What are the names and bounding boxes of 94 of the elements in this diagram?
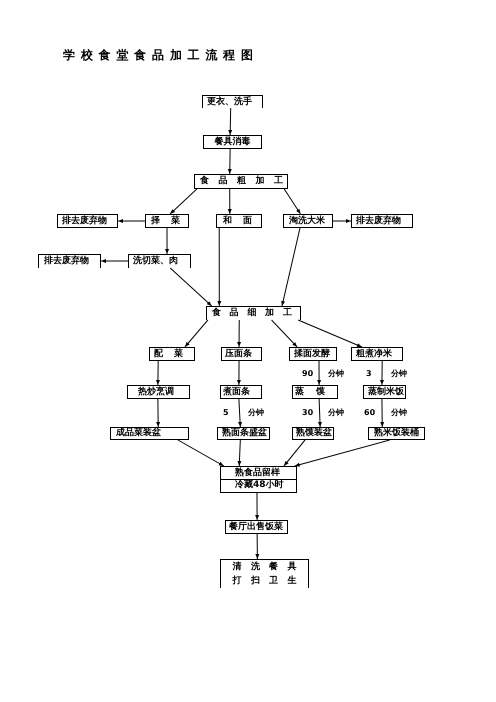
arrow bbox=[170, 268, 212, 306]
step-text: 揉面发酵 bbox=[294, 348, 330, 360]
arrow bbox=[236, 360, 241, 386]
process-box bbox=[351, 347, 403, 361]
process-box bbox=[149, 347, 195, 361]
step-text: 熟馍装盆 bbox=[296, 428, 332, 439]
step-text: 和面 bbox=[223, 216, 252, 226]
step-text: 餐具消毒 bbox=[214, 136, 250, 148]
process-box bbox=[283, 214, 333, 228]
process-box bbox=[203, 135, 262, 149]
arrow bbox=[165, 228, 170, 254]
duration-unit: 分钟 bbox=[328, 369, 344, 379]
arrow bbox=[318, 398, 322, 428]
arrow bbox=[255, 492, 260, 520]
process-box bbox=[127, 385, 190, 399]
duration-unit: 分钟 bbox=[248, 408, 264, 418]
step-text: 餐厅出售饭菜 bbox=[229, 522, 283, 532]
step-text: 清洗餐具 bbox=[232, 562, 296, 572]
step-text: 打扫卫生 bbox=[232, 576, 296, 586]
process-box bbox=[225, 520, 288, 534]
process-box bbox=[292, 385, 338, 399]
arrow bbox=[237, 320, 242, 348]
duration-unit: 分钟 bbox=[391, 369, 407, 379]
step-text: 配菜 bbox=[154, 348, 183, 360]
step-text: 淘洗大米 bbox=[289, 216, 325, 226]
step-text: 食品粗加工 bbox=[200, 176, 283, 187]
step-text: 更衣、洗手 bbox=[207, 96, 252, 108]
arrow bbox=[298, 320, 362, 348]
duration-number: 90 bbox=[302, 369, 314, 379]
step-text: 蒸馍 bbox=[295, 386, 325, 398]
process-box bbox=[363, 385, 406, 399]
duration-unit: 分钟 bbox=[391, 408, 407, 418]
duration-number: 30 bbox=[302, 408, 314, 418]
step-text: 压面条 bbox=[225, 348, 252, 360]
duration-number: 5 bbox=[223, 408, 229, 418]
process-box bbox=[202, 95, 263, 108]
step-text: 熟米饭装桶 bbox=[374, 428, 419, 439]
arrow bbox=[237, 440, 242, 466]
process-box bbox=[145, 214, 189, 228]
process-box bbox=[292, 427, 334, 440]
arrow bbox=[177, 440, 224, 466]
step-text: 排去废弃物 bbox=[44, 256, 89, 267]
arrow bbox=[228, 148, 232, 174]
process-box bbox=[220, 385, 262, 399]
arrow bbox=[284, 188, 301, 214]
step-text: 择菜 bbox=[151, 216, 180, 226]
process-box bbox=[110, 427, 189, 440]
process-box bbox=[368, 427, 425, 440]
arrow bbox=[217, 228, 222, 306]
process-box bbox=[216, 214, 262, 228]
process-box bbox=[217, 427, 270, 440]
arrow bbox=[380, 360, 384, 386]
step-text: 热炒烹调 bbox=[138, 386, 174, 398]
duration-number: 3 bbox=[366, 369, 372, 379]
step-text: 排去废弃物 bbox=[62, 216, 107, 226]
process-box bbox=[194, 174, 288, 189]
step-text: 排去废弃物 bbox=[356, 216, 401, 226]
arrow bbox=[156, 360, 160, 386]
step-text: 粗煮净米 bbox=[356, 348, 392, 360]
arrow bbox=[380, 398, 384, 428]
arrow bbox=[170, 188, 198, 214]
arrow bbox=[228, 108, 232, 136]
process-box bbox=[220, 559, 309, 588]
step-text: 熟食品留样 bbox=[235, 468, 280, 479]
arrow bbox=[228, 188, 232, 214]
arrow bbox=[238, 398, 242, 428]
process-box bbox=[128, 254, 191, 268]
process-box bbox=[206, 306, 301, 320]
arrow bbox=[184, 320, 208, 348]
arrow bbox=[283, 440, 306, 466]
process-box bbox=[220, 466, 297, 493]
arrow bbox=[317, 360, 322, 386]
duration-number: 60 bbox=[364, 408, 376, 418]
duration-unit: 分钟 bbox=[328, 408, 344, 418]
arrow bbox=[294, 440, 390, 467]
process-box bbox=[38, 254, 101, 268]
step-text: 洗切菜、肉 bbox=[133, 256, 178, 267]
arrow bbox=[281, 228, 300, 306]
step-text: 食品细加工 bbox=[212, 308, 292, 319]
step-text: 熟面条盛盆 bbox=[222, 428, 267, 439]
arrow bbox=[255, 534, 260, 560]
step-text: 蒸制米饭 bbox=[368, 386, 404, 398]
arrow bbox=[100, 259, 128, 263]
process-box bbox=[289, 347, 337, 361]
diagram-title: 学校食堂食品加工流程图 bbox=[63, 48, 253, 62]
process-box bbox=[57, 214, 118, 228]
arrow bbox=[118, 219, 146, 223]
arrow bbox=[332, 219, 352, 223]
arrow bbox=[156, 398, 160, 428]
process-box bbox=[221, 347, 262, 361]
arrow bbox=[271, 320, 298, 348]
step-text: 冷藏48小时 bbox=[235, 480, 284, 492]
process-box bbox=[351, 214, 413, 228]
step-text: 煮面条 bbox=[223, 386, 250, 398]
